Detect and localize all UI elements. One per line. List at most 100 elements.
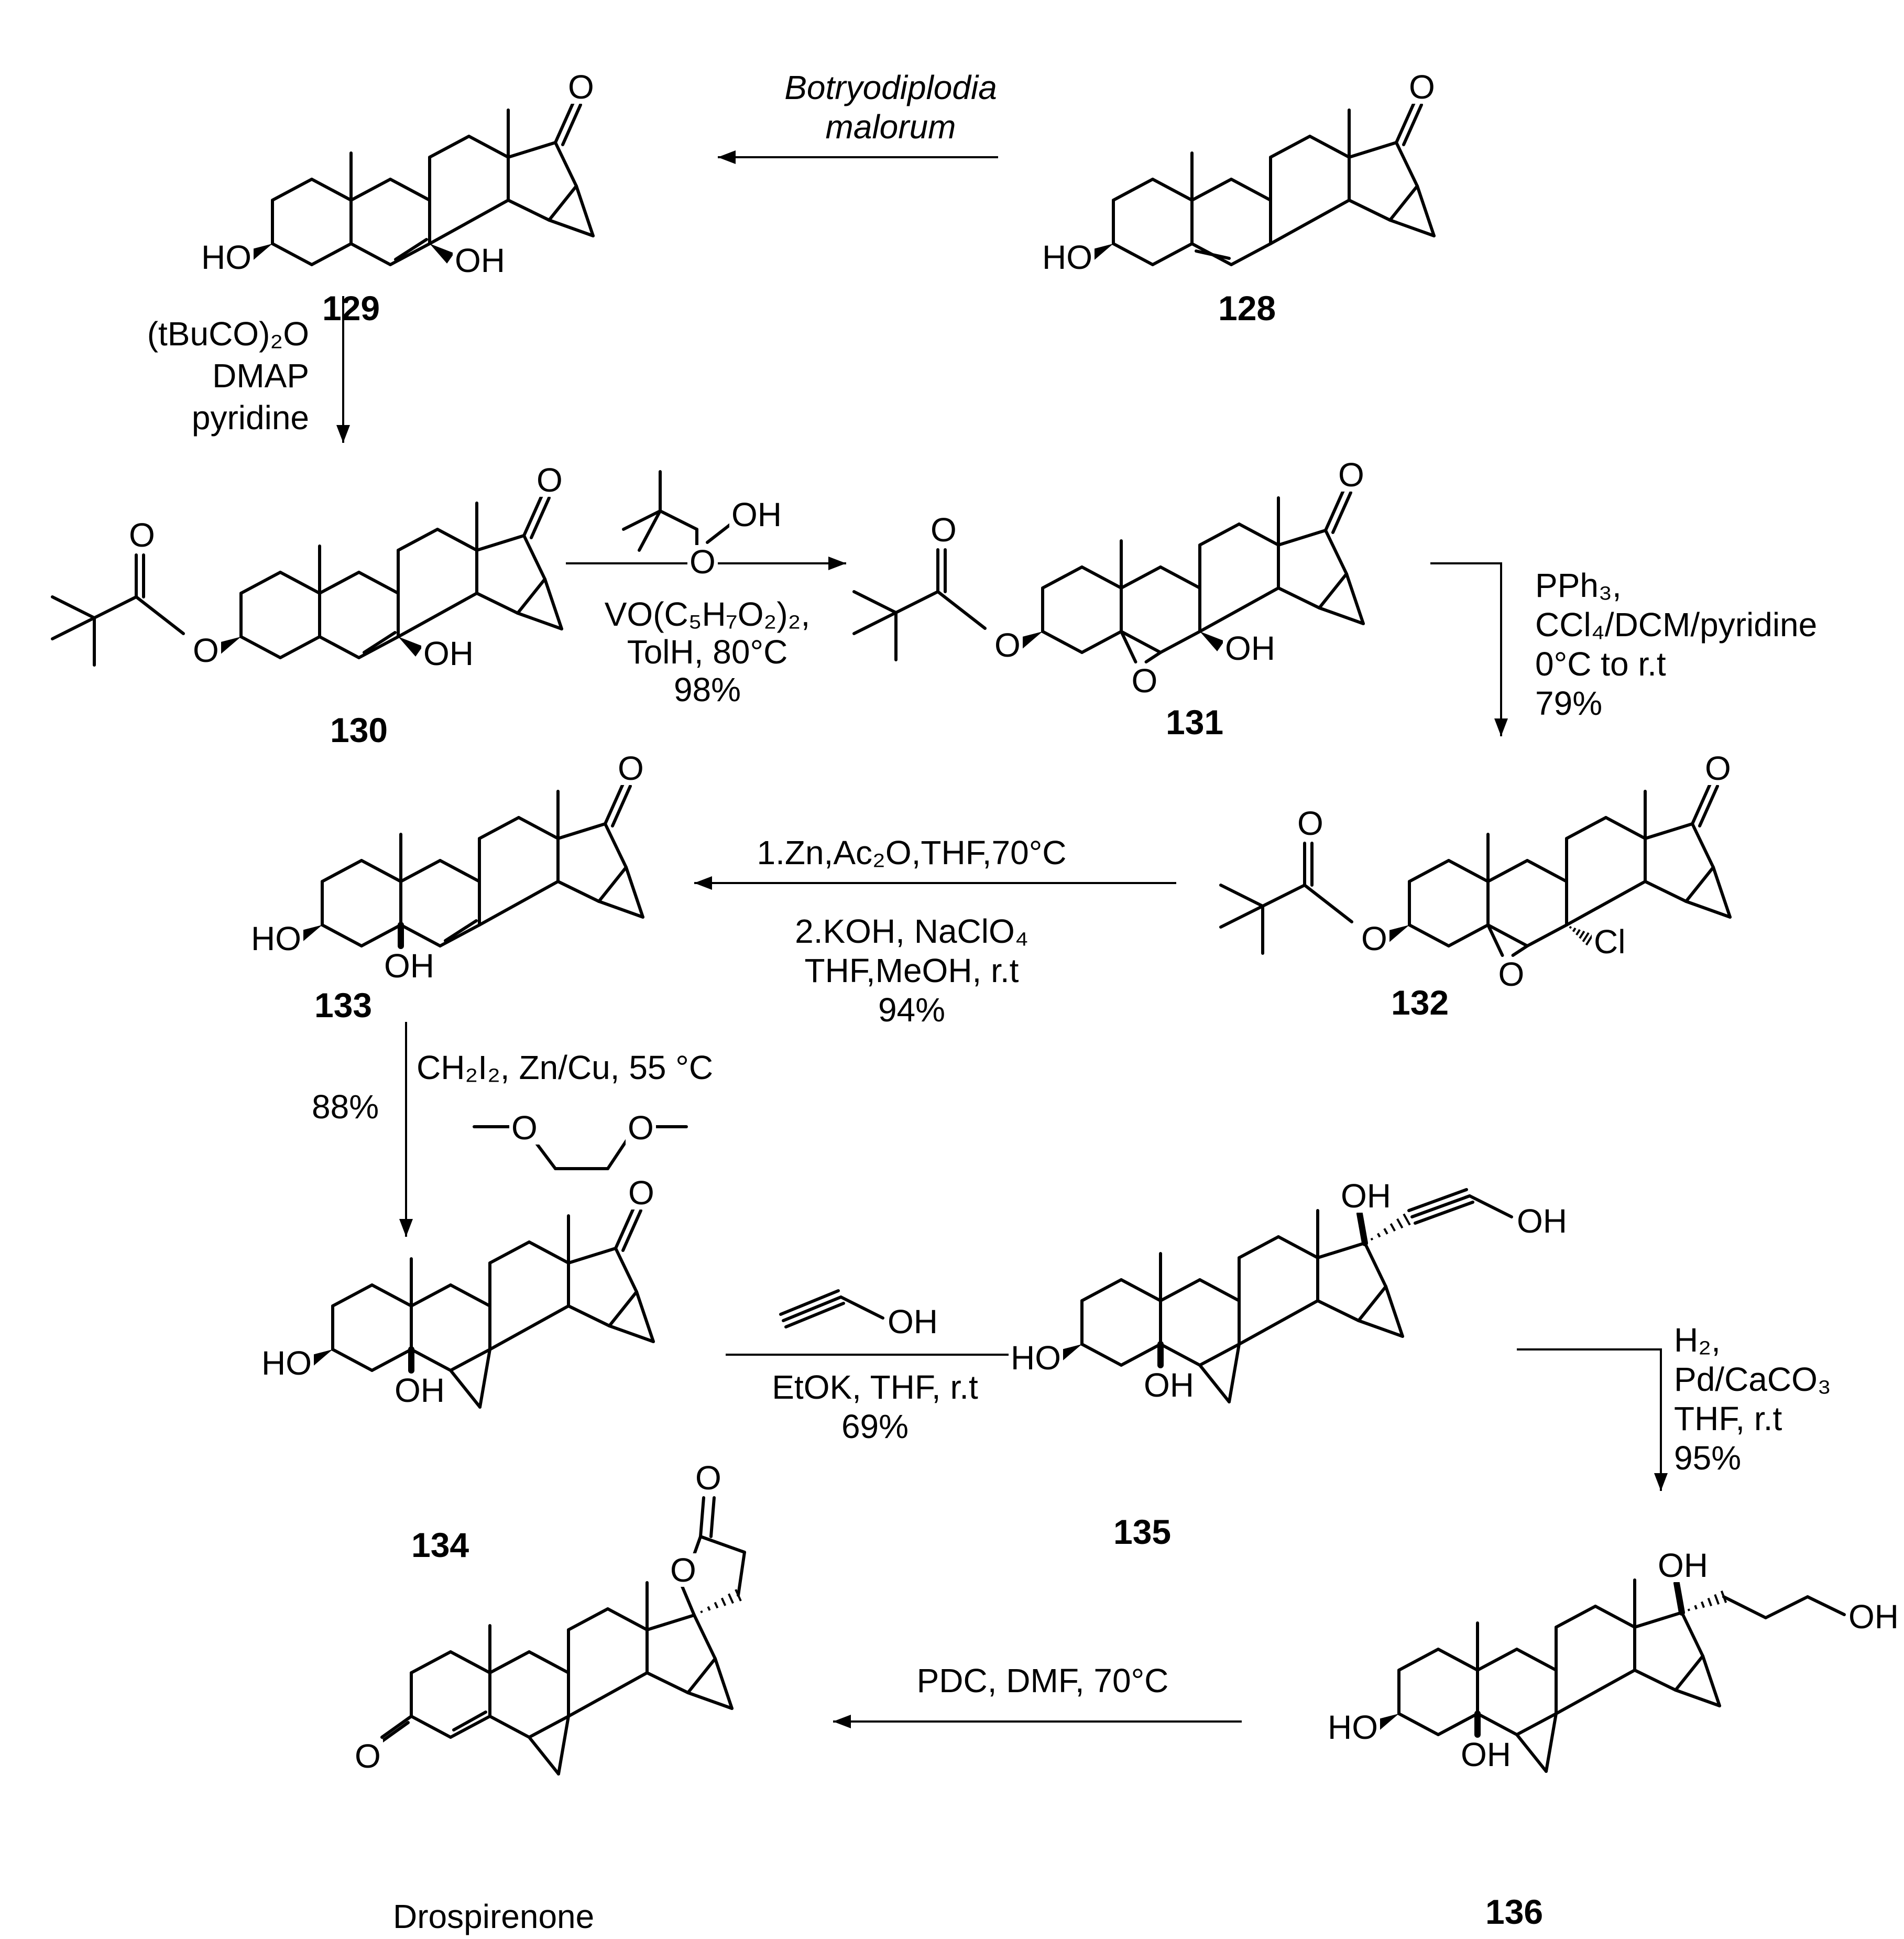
mol-132-epoxide-bond bbox=[1511, 944, 1529, 957]
mol-135-alkyne bbox=[1414, 1201, 1474, 1225]
mol-132-bond bbox=[1565, 816, 1607, 840]
mol-drospirenone-lactone-hash-hash bbox=[728, 1593, 734, 1604]
mol-134-bond bbox=[567, 1247, 617, 1265]
mol-131-c7-wedge bbox=[1200, 631, 1224, 651]
arrow-step-5-head bbox=[694, 876, 712, 890]
mol-131-bond bbox=[1345, 572, 1365, 625]
mol-128-bond bbox=[1308, 135, 1351, 159]
mol-134-bond bbox=[488, 1304, 570, 1351]
mol-134-bond bbox=[449, 1348, 491, 1372]
mol-134-bond bbox=[410, 1283, 452, 1308]
mol-136-bond bbox=[1397, 1712, 1440, 1736]
mol-133-bond bbox=[399, 859, 442, 883]
step-1-line-1: Botryodiplodia bbox=[784, 69, 997, 106]
mol-130-bond bbox=[318, 571, 360, 595]
mol-129-bond bbox=[271, 242, 313, 266]
mol-drospirenone-lactone-bond bbox=[737, 1551, 746, 1597]
mol-drospirenone-c3-ketone bbox=[380, 1715, 413, 1739]
mol-131-atom-o-ketone: O bbox=[1336, 458, 1366, 492]
mol-135-atom-o-terminal: OH bbox=[1515, 1204, 1569, 1238]
step-9-line-1: PDC, DMF, 70°C bbox=[916, 1662, 1169, 1700]
mol-136-bond bbox=[1515, 1712, 1558, 1736]
mol-131-c17-ketone bbox=[1324, 489, 1345, 532]
reagent-propargyl-alkyne bbox=[784, 1302, 845, 1328]
mol-129-bond bbox=[554, 141, 578, 188]
mol-drospirenone-lactone-carbonyl bbox=[709, 1496, 716, 1538]
mol-129-bond bbox=[428, 135, 470, 159]
mol-129-bond bbox=[349, 178, 392, 202]
mol-133-atom-o3: HO bbox=[249, 922, 303, 955]
mol-129-c17-ketone bbox=[554, 101, 575, 144]
mol-132-bond bbox=[1644, 822, 1694, 840]
mol-133-bond bbox=[360, 859, 402, 883]
mol-136-bond bbox=[1594, 1605, 1636, 1629]
mol-drospirenone-lactone-hash-hash bbox=[700, 1610, 703, 1614]
mol-132-c7-hash-hash bbox=[1579, 930, 1585, 939]
mol-129-bond bbox=[507, 199, 551, 222]
mol-131-bond bbox=[1318, 572, 1348, 609]
mol-131-atom-o-ester: O bbox=[928, 513, 959, 547]
mol-134-bond bbox=[608, 1324, 655, 1343]
arrow-step-1-head bbox=[718, 150, 736, 164]
mol-drospirenone-lactone-hash-hash bbox=[714, 1602, 719, 1609]
mol-129-bond bbox=[548, 184, 578, 222]
compound-label-129: 129 bbox=[322, 289, 380, 328]
arrow-step-4 bbox=[1430, 562, 1502, 736]
mol-129-bond bbox=[575, 184, 595, 237]
mol-135-c17-hash-hash bbox=[1389, 1223, 1396, 1232]
mol-132-atom-o-ketone: O bbox=[1703, 751, 1733, 785]
mol-drospirenone-bond bbox=[410, 1715, 452, 1739]
mol-130-bond bbox=[475, 534, 526, 552]
mol-134-bond bbox=[331, 1283, 374, 1308]
mol-132-c17-ketone bbox=[1698, 785, 1719, 827]
compound-label-134: 134 bbox=[411, 1526, 469, 1564]
mol-136-atom-o5: OH bbox=[1459, 1738, 1513, 1771]
mol-drospirenone-bond bbox=[686, 1691, 734, 1710]
mol-131-bond bbox=[1041, 630, 1084, 654]
compound-label-136: 136 bbox=[1485, 1892, 1544, 1931]
mol-129-bond bbox=[467, 135, 510, 159]
mol-130-bond bbox=[397, 528, 439, 552]
mol-134-bond bbox=[449, 1283, 491, 1308]
mol-131-ester-bond bbox=[936, 590, 987, 630]
mol-134-bond bbox=[370, 1348, 413, 1372]
mol-135-bond bbox=[1120, 1343, 1162, 1367]
step-5-line-2: 2.KOH, NaClO₄ bbox=[795, 912, 1028, 950]
arrow-step-3-head bbox=[828, 557, 846, 570]
mol-drospirenone-bond bbox=[410, 1650, 452, 1674]
mol-131-bond bbox=[1120, 630, 1162, 654]
mol-130-bond bbox=[522, 534, 546, 581]
mol-132-bond bbox=[1447, 859, 1490, 883]
mol-132-bond bbox=[1644, 880, 1688, 903]
mol-drospirenone-bond bbox=[528, 1715, 570, 1739]
mol-132-bond bbox=[1526, 859, 1568, 883]
mol-drospirenone-atom-o-lactone-ring: O bbox=[668, 1553, 698, 1587]
mol-136-c17-hash-hash bbox=[1707, 1597, 1713, 1607]
mol-130-atom-o3: O bbox=[191, 634, 221, 667]
mol-drospirenone-lactone-bond bbox=[679, 1581, 696, 1617]
mol-136-bond bbox=[1674, 1654, 1704, 1692]
compound-label-133: 133 bbox=[314, 986, 373, 1025]
reagent-tbhp-bond bbox=[638, 509, 662, 552]
mol-132-bond bbox=[1604, 816, 1647, 840]
mol-136-bond bbox=[1437, 1648, 1479, 1672]
mol-128-bond bbox=[1269, 199, 1351, 245]
mol-129-double-bond bbox=[394, 238, 428, 261]
mol-135-atom-o3: HO bbox=[1009, 1341, 1063, 1375]
step-5-line-4: 94% bbox=[878, 991, 946, 1029]
mol-133-bond bbox=[556, 822, 607, 840]
mol-132-ester-bond bbox=[1303, 884, 1353, 923]
mol-132-bond bbox=[1486, 923, 1529, 947]
mol-128-bond bbox=[1388, 184, 1419, 222]
step-4-line-3: 0°C to r.t bbox=[1535, 645, 1666, 683]
compound-name-drospirenone: Drospirenone bbox=[393, 1898, 595, 1935]
mol-drospirenone-lactone-hash bbox=[700, 1589, 742, 1614]
mol-136-c17-bond bbox=[1673, 1580, 1685, 1616]
mol-135-bond bbox=[1316, 1241, 1366, 1259]
compound-label-132: 132 bbox=[1391, 983, 1449, 1022]
mol-135-c17-hash bbox=[1370, 1213, 1411, 1241]
reagent-propargyl-alkyne bbox=[782, 1295, 842, 1322]
solvent-dme-atom-o1: O bbox=[509, 1111, 540, 1145]
mol-131-bond bbox=[1080, 565, 1123, 590]
